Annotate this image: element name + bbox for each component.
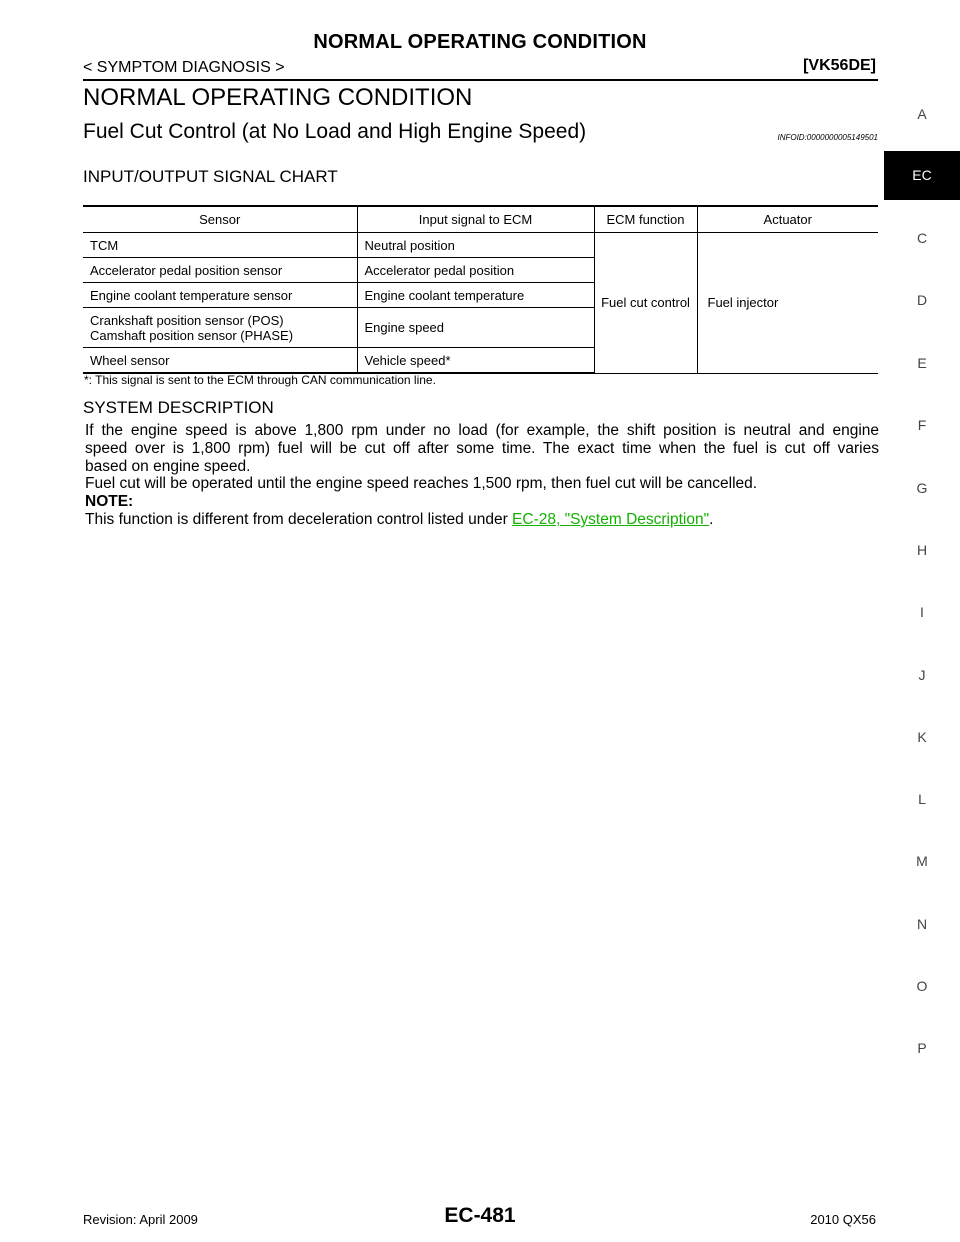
model-code: [VK56DE]	[803, 57, 876, 74]
tab-o[interactable]: O	[916, 978, 928, 994]
info-id: INFOID:0000000005149501	[777, 133, 878, 142]
sensor-cell: Engine coolant temperature sensor	[83, 282, 357, 308]
section-index-tabs: A EC C D E F G H I J K L M N O P	[884, 0, 960, 1242]
input-cell: Vehicle speed*	[356, 347, 594, 374]
input-cell: Accelerator pedal position	[356, 257, 594, 283]
sensor-cell: TCM	[83, 232, 357, 258]
tab-m[interactable]: M	[916, 853, 928, 869]
tab-l[interactable]: L	[918, 791, 926, 807]
note-body: This function is different from decelera…	[85, 511, 513, 528]
table-row: Accelerator pedal position sensor Accele…	[83, 257, 878, 283]
tab-f[interactable]: F	[917, 417, 927, 433]
sensor-cell: Accelerator pedal position sensor	[83, 257, 357, 283]
description-line: speed over is 1,800 rpm) fuel will be cu…	[85, 440, 879, 457]
header-divider	[83, 79, 878, 81]
tab-e[interactable]: E	[917, 355, 927, 371]
vehicle-model: 2010 QX56	[810, 1212, 876, 1227]
system-description-title: SYSTEM DESCRIPTION	[83, 398, 274, 417]
tab-j[interactable]: J	[918, 667, 926, 683]
table-footnote: *: This signal is sent to the ECM throug…	[84, 373, 436, 387]
tab-a[interactable]: A	[917, 106, 927, 122]
ecm-function-cell: Fuel cut control	[593, 232, 697, 374]
actuator-cell: Fuel injector	[696, 232, 878, 374]
tab-c[interactable]: C	[916, 230, 928, 246]
revision-date: Revision: April 2009	[83, 1212, 198, 1227]
table-row: Engine coolant temperature sensor Engine…	[83, 282, 878, 308]
col-header-input: Input signal to ECM	[356, 205, 594, 233]
section-heading: NORMAL OPERATING CONDITION	[83, 84, 473, 111]
sensor-line: Camshaft position sensor (PHASE)	[90, 327, 294, 343]
col-header-ecm-function: ECM function	[593, 205, 697, 233]
tab-k[interactable]: K	[917, 729, 927, 745]
tab-g[interactable]: G	[916, 480, 928, 496]
note-label: NOTE:	[85, 493, 134, 510]
io-chart-title: INPUT/OUTPUT SIGNAL CHART	[83, 167, 338, 186]
tab-h[interactable]: H	[916, 542, 928, 558]
tab-p[interactable]: P	[917, 1040, 927, 1056]
table-row: TCM Neutral position Fuel cut control Fu…	[83, 232, 878, 374]
col-header-actuator: Actuator	[696, 205, 878, 233]
system-description-link[interactable]: EC-28, "System Description"	[512, 511, 710, 528]
tab-n[interactable]: N	[916, 916, 928, 932]
io-signal-table: Sensor Input signal to ECM ECM function …	[83, 205, 878, 374]
sensor-line: Crankshaft position sensor (POS)	[90, 312, 284, 328]
note-text: This function is different from decelera…	[85, 511, 879, 529]
note-end: .	[709, 511, 714, 528]
description-paragraph: Fuel cut will be operated until the engi…	[85, 475, 758, 492]
tab-ec[interactable]: EC	[884, 151, 960, 200]
tab-d[interactable]: D	[916, 292, 928, 308]
input-cell: Engine speed	[356, 307, 594, 348]
table-row: Crankshaft position sensor (POS) Camshaf…	[83, 307, 878, 348]
sensor-cell: Wheel sensor	[83, 347, 357, 374]
sensor-cell: Crankshaft position sensor (POS) Camshaf…	[83, 307, 357, 348]
page-number: EC-481	[444, 1204, 516, 1227]
page-header-title: NORMAL OPERATING CONDITION	[313, 31, 647, 53]
description-line: based on engine speed.	[85, 458, 251, 475]
table-header-row: Sensor Input signal to ECM ECM function …	[83, 205, 878, 233]
tab-i[interactable]: I	[920, 604, 924, 620]
input-cell: Engine coolant temperature	[356, 282, 594, 308]
col-header-sensor: Sensor	[83, 205, 357, 233]
table-row: Wheel sensor Vehicle speed*	[83, 347, 878, 374]
description-line: If the engine speed is above 1,800 rpm u…	[85, 422, 879, 439]
subsection-heading: Fuel Cut Control (at No Load and High En…	[83, 120, 587, 143]
section-breadcrumb: < SYMPTOM DIAGNOSIS >	[83, 59, 285, 76]
input-cell: Neutral position	[356, 232, 594, 258]
